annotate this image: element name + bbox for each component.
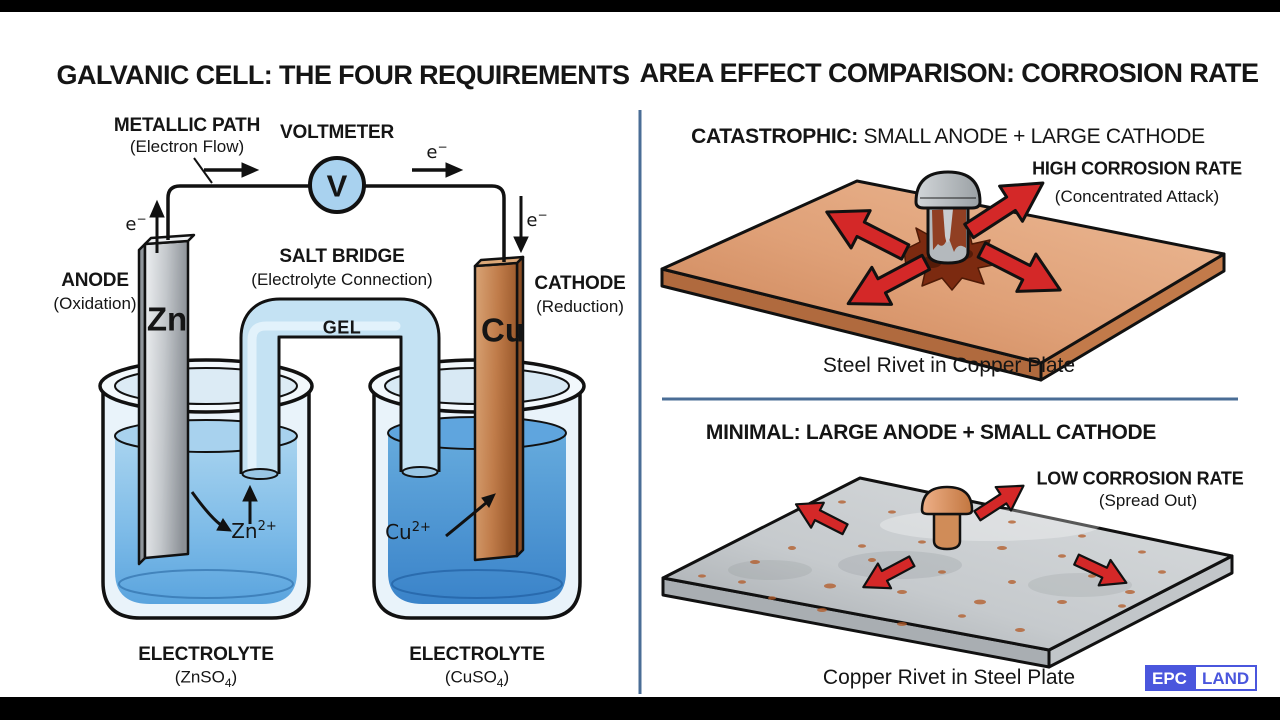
epc-land-logo: EPC LAND: [1145, 665, 1258, 691]
salt-bridge-label: SALT BRIDGE: [279, 246, 405, 268]
steel-rivet: [914, 170, 982, 265]
ion-arrows: [190, 484, 496, 538]
left-panel-title: GALVANIC CELL: THE FOUR REQUIREMENTS: [56, 59, 630, 90]
low-corrosion-rate-label: LOW CORROSION RATE: [1036, 468, 1244, 489]
copper-electrode-label: Cu: [481, 311, 525, 349]
zinc-ion-label: Zn2+: [231, 518, 277, 543]
voltmeter-dial: [308, 156, 366, 214]
salt-bridge-tube: [239, 297, 441, 480]
voltmeter-symbol: V: [326, 168, 348, 204]
copper-rivet: [920, 485, 974, 551]
electrolyte-right-label: ELECTROLYTE: [409, 644, 545, 666]
steel-plate-drawing: [661, 472, 1234, 669]
electrolyte-right-formula: (CuSO4): [444, 667, 510, 690]
zinc-electrode: [137, 233, 196, 566]
electrolyte-left-label: ELECTROLYTE: [138, 644, 274, 666]
logo-epc: EPC: [1145, 665, 1194, 691]
anode-sublabel: (Oxidation): [53, 294, 137, 314]
electron-label-right: e−: [526, 208, 548, 232]
high-corrosion-rate-sublabel: (Concentrated Attack): [1054, 187, 1220, 207]
bottom-letterbox-bar: [0, 697, 1280, 720]
logo-land: LAND: [1193, 665, 1258, 691]
steel-plate-caption: Copper Rivet in Steel Plate: [822, 665, 1076, 689]
top-letterbox-bar: [0, 0, 1280, 12]
copper-plate-drawing: [660, 163, 1226, 382]
zinc-electrode-label: Zn: [146, 300, 188, 338]
metallic-path-sublabel: (Electron Flow): [129, 137, 245, 157]
cathode-sublabel: (Reduction): [536, 297, 624, 317]
metallic-path-label: METALLIC PATH: [113, 115, 261, 137]
galvanic-cell-drawing: [98, 156, 586, 620]
high-corrosion-rate-label: HIGH CORROSION RATE: [1032, 158, 1242, 179]
minimal-heading: MINIMAL: LARGE ANODE + SMALL CATHODE: [705, 420, 1157, 444]
cathode-label: CATHODE: [534, 273, 626, 295]
electrolyte-left-formula: (ZnSO4): [174, 667, 238, 690]
copper-ion-label: Cu2+: [385, 519, 431, 544]
copper-plate-caption: Steel Rivet in Copper Plate: [822, 353, 1076, 377]
electron-flow-arrows: [149, 162, 529, 254]
catastrophic-heading: CATASTROPHIC: SMALL ANODE + LARGE CATHOD…: [691, 124, 1205, 148]
low-corrosion-rate-sublabel: (Spread Out): [1098, 491, 1198, 511]
gel-label: GEL: [322, 317, 362, 338]
voltmeter-label: VOLTMETER: [280, 122, 394, 144]
anode-label: ANODE: [61, 270, 129, 292]
electron-label-left: e−: [125, 212, 147, 236]
electron-label-top: e−: [426, 140, 448, 164]
copper-electrode: [473, 255, 525, 562]
salt-bridge-sublabel: (Electrolyte Connection): [251, 270, 433, 290]
right-panel-title: AREA EFFECT COMPARISON: CORROSION RATE: [639, 57, 1259, 88]
panel-dividers: [638, 110, 1238, 694]
